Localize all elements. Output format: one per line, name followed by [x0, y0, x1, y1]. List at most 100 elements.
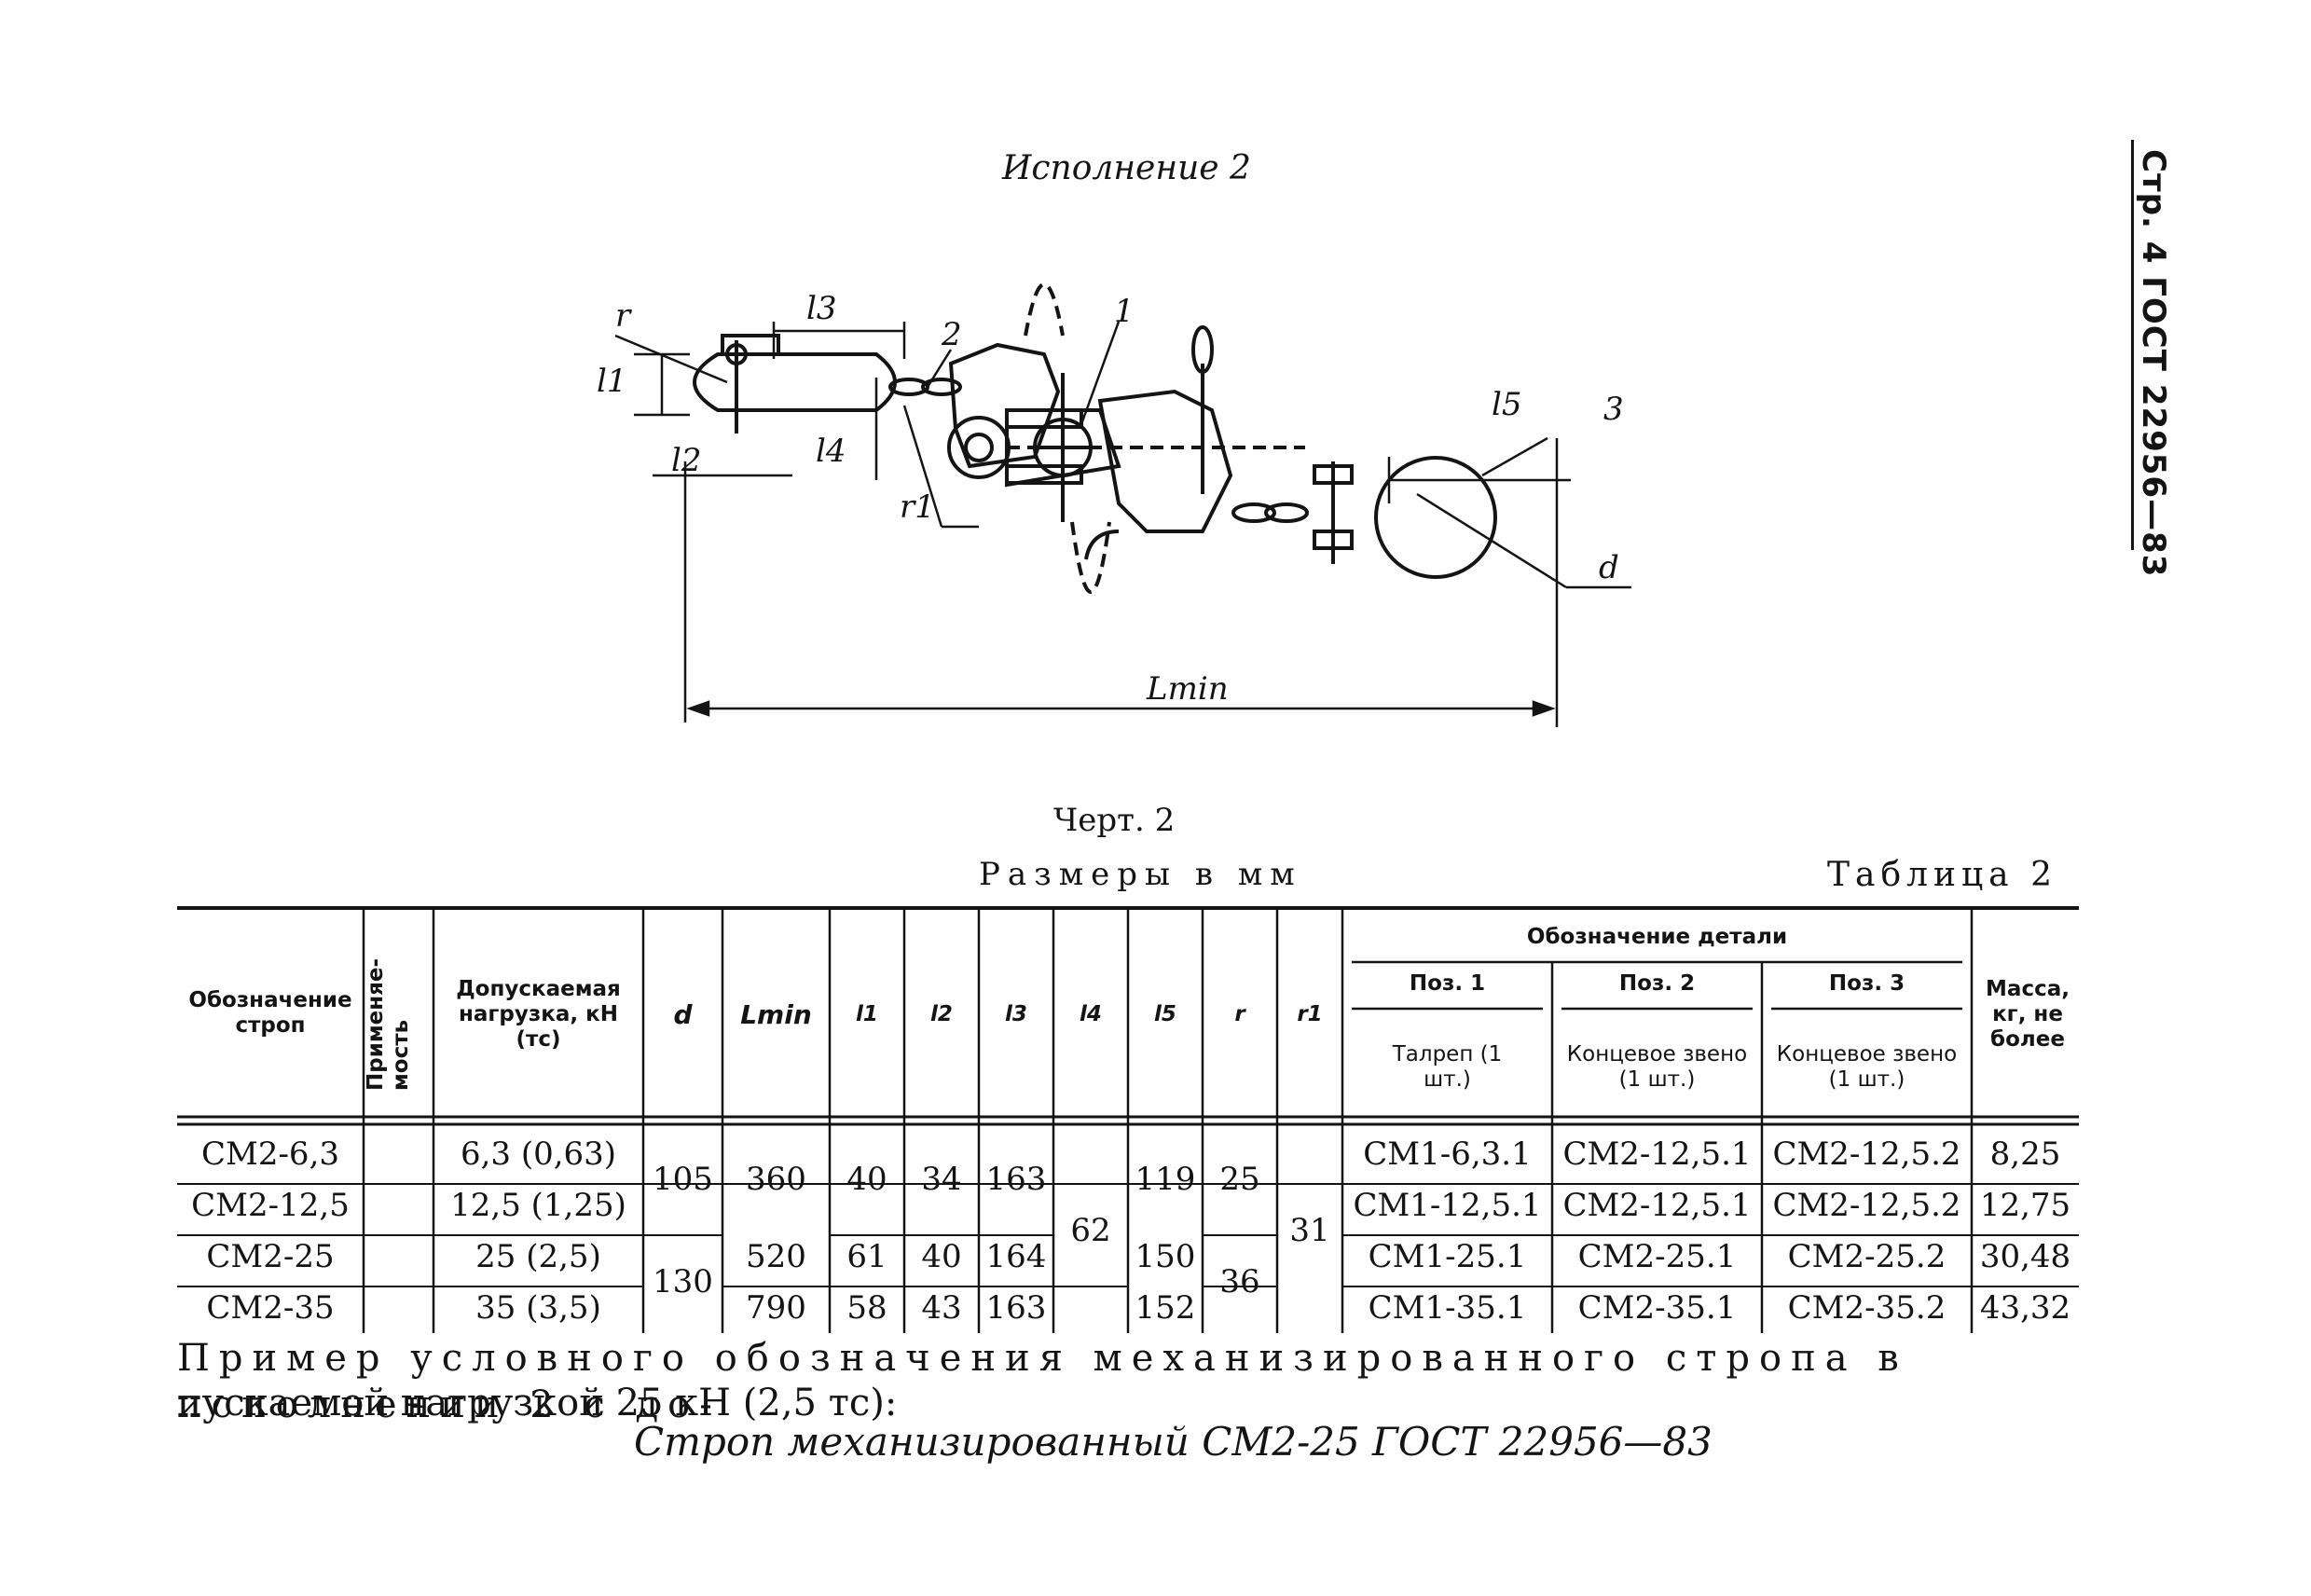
label-pos3: 3 — [1603, 391, 1624, 428]
units-note: Размеры в мм — [979, 856, 1302, 893]
header-pos2-sub: Концевое звено (1 шт.) — [1566, 1042, 1748, 1092]
row3-l5: 150 — [1135, 1238, 1196, 1275]
row4-lmin: 790 — [746, 1289, 806, 1327]
row3-pos2: СМ2-25.1 — [1577, 1238, 1737, 1275]
example-line1: Пример условного обозначения механизиров… — [177, 1337, 1908, 1426]
row3-l2: 40 — [921, 1238, 962, 1275]
example-line2: пускаемой нагрузкой 25 кН (2,5 тс): — [177, 1382, 898, 1424]
row3-l3: 164 — [985, 1238, 1047, 1275]
header-l4: l4 — [1080, 1002, 1102, 1026]
row4-load: 35 (3,5) — [475, 1289, 601, 1327]
label-pos1: 1 — [1114, 293, 1135, 330]
row3-load: 25 (2,5) — [475, 1238, 601, 1275]
label-r: r — [615, 297, 632, 335]
example-paragraph: Пример условного обозначения механизиров… — [177, 1335, 2079, 1428]
row1-l3: 163 — [985, 1161, 1047, 1198]
row1-mass: 8,25 — [1989, 1135, 2061, 1173]
header-pos2: Поз. 2 — [1618, 971, 1696, 996]
row4-mass: 43,32 — [1979, 1289, 2071, 1327]
row3-l1: 61 — [846, 1238, 887, 1275]
label-l5: l5 — [1492, 386, 1522, 423]
label-l2: l2 — [671, 442, 702, 479]
table-grid — [177, 906, 2079, 1333]
header-applicability: Применяе-мость — [364, 957, 413, 1091]
sling-drawing: r l3 2 1 l5 3 l1 l2 l4 r1 d Lmin — [597, 282, 1631, 727]
chain-link — [1264, 502, 1309, 523]
row3-pos1: СМ1-25.1 — [1368, 1238, 1527, 1275]
row2-designation: СМ2-12,5 — [191, 1187, 350, 1224]
row2-load: 12,5 (1,25) — [450, 1187, 626, 1224]
header-pos1: Поз. 1 — [1409, 971, 1486, 996]
row3-pos3: СМ2-25.2 — [1787, 1238, 1946, 1275]
header-r1: r1 — [1297, 1002, 1323, 1026]
row1-l1: 40 — [846, 1161, 887, 1198]
label-r1: r1 — [900, 488, 935, 526]
merged-r-top: 25 — [1219, 1161, 1260, 1198]
label-l4: l4 — [816, 433, 846, 470]
row1-designation: СМ2-6,3 — [200, 1135, 340, 1173]
end-ring — [1374, 456, 1497, 579]
row1-load: 6,3 (0,63) — [460, 1135, 617, 1173]
figure-caption: Черт. 2 — [1053, 802, 1176, 839]
row3-lmin: 520 — [746, 1238, 806, 1275]
header-l5: l5 — [1154, 1002, 1176, 1026]
lever-arc-top — [1024, 282, 1065, 337]
hook-lever — [1084, 530, 1120, 560]
merged-r1: 31 — [1289, 1212, 1330, 1249]
header-r: r — [1234, 1002, 1245, 1026]
lever-arc-bottom — [1070, 521, 1111, 594]
row4-l2: 43 — [921, 1289, 962, 1327]
header-l2: l2 — [930, 1002, 953, 1026]
merged-d-bottom: 130 — [653, 1263, 713, 1300]
header-load: Допускаемая нагрузка, кН (тс) — [456, 977, 621, 1052]
row2-pos3: СМ2-12,5.2 — [1772, 1187, 1961, 1224]
header-d: d — [673, 999, 693, 1030]
merged-d-top: 105 — [653, 1161, 713, 1198]
row4-l3: 163 — [985, 1289, 1047, 1327]
handle-hub — [1033, 418, 1093, 477]
row4-pos1: СМ1-35.1 — [1368, 1289, 1527, 1327]
chain-link — [1231, 502, 1276, 523]
merged-l4: 62 — [1070, 1212, 1111, 1249]
side-header-rule — [2131, 140, 2134, 550]
shackle-nut — [721, 334, 780, 356]
header-pos1-sub: Талреп (1 шт.) — [1392, 1042, 1503, 1092]
row2-mass: 12,75 — [1979, 1187, 2071, 1224]
header-pos3: Поз. 3 — [1828, 971, 1905, 996]
label-l1: l1 — [597, 363, 627, 400]
row3-designation: СМ2-25 — [206, 1238, 335, 1275]
row4-pos3: СМ2-35.2 — [1787, 1289, 1946, 1327]
example-designation: Строп механизированный СМ2-25 ГОСТ 22956… — [634, 1419, 1713, 1465]
row2-pos1: СМ1-12,5.1 — [1353, 1187, 1542, 1224]
turnbuckle-right-housing — [1097, 389, 1233, 533]
row2-pos2: СМ2-12,5.1 — [1562, 1187, 1752, 1224]
row1-l5: 119 — [1135, 1161, 1196, 1198]
row4-pos2: СМ2-35.1 — [1577, 1289, 1737, 1327]
label-pos2: 2 — [941, 316, 962, 353]
chain-link — [921, 378, 962, 396]
merged-r-bottom: 36 — [1219, 1263, 1260, 1300]
side-header: Стр. 4 ГОСТ 22956—83 — [2116, 149, 2191, 578]
row1-pos3: СМ2-12,5.2 — [1772, 1135, 1961, 1173]
label-d: d — [1599, 549, 1619, 586]
spec-table: Обозначение строп Применяе-мость Допуска… — [177, 904, 2079, 1333]
row3-mass: 30,48 — [1979, 1238, 2071, 1275]
row4-l5: 152 — [1135, 1289, 1196, 1327]
turnbuckle-body — [1005, 408, 1121, 488]
row1-pos2: СМ2-12,5.1 — [1562, 1135, 1752, 1173]
drawing-caption: Исполнение 2 — [1002, 149, 1251, 187]
header-pos3-sub: Концевое звено (1 шт.) — [1776, 1042, 1958, 1092]
pulley-left — [947, 416, 1011, 479]
label-l3: l3 — [806, 290, 837, 327]
table-label: Таблица 2 — [1827, 856, 2057, 894]
header-l1: l1 — [856, 1002, 878, 1026]
row1-pos1: СМ1-6,3.1 — [1363, 1135, 1532, 1173]
row4-l1: 58 — [846, 1289, 887, 1327]
side-header-text: Стр. 4 ГОСТ 22956—83 — [2135, 149, 2172, 578]
header-lmin: Lmin — [740, 999, 812, 1030]
header-l3: l3 — [1005, 1002, 1027, 1026]
header-mass: Масса, кг, не более — [1986, 977, 2070, 1052]
row1-l2: 34 — [921, 1161, 962, 1198]
row4-designation: СМ2-35 — [206, 1289, 335, 1327]
label-lmin: Lmin — [1146, 670, 1229, 708]
